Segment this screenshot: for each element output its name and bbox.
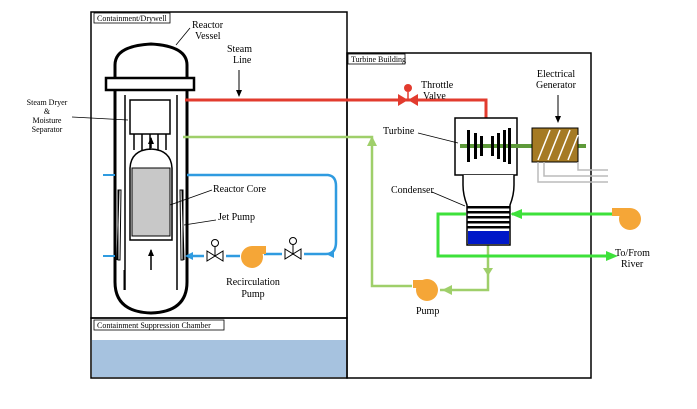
steam-line [185, 70, 492, 130]
condensate-pump-icon[interactable] [413, 279, 438, 301]
pump-label: Pump [416, 306, 439, 317]
condenser-water [468, 231, 509, 244]
throttle-valve-icon[interactable] [398, 84, 418, 106]
steam-dryer-label-3: Moisture [33, 116, 62, 125]
steam-dryer-label-1: Steam Dryer [27, 98, 68, 107]
steam-line-label-2: Line [233, 55, 252, 66]
throttle-valve-label-2: Valve [423, 91, 446, 102]
condenser [462, 175, 515, 246]
jet-pump-label: Jet Pump [218, 212, 255, 223]
suppression-chamber-box: Containment Suppression Chamber [90, 317, 348, 379]
reactor-core [131, 167, 171, 237]
suppression-pool [92, 340, 346, 377]
drywell-title: Containment/Drywell [97, 14, 168, 23]
steam-dryer [129, 99, 171, 135]
electrical-generator [531, 95, 608, 183]
reactor-vessel [104, 42, 196, 315]
turbine-label: Turbine [383, 126, 415, 137]
reactor-vessel-label-1: Reactor [192, 20, 224, 31]
steam-line-label-1: Steam [227, 44, 252, 55]
reactor-vessel-label-2: Vessel [195, 31, 221, 42]
steam-dryer-label-4: Separator [32, 125, 63, 134]
suppression-title: Containment Suppression Chamber [97, 321, 211, 330]
river-label-2: River [621, 259, 644, 270]
river-pump-icon[interactable] [612, 208, 641, 230]
labels: Reactor Vessel Steam Line Steam Dryer & … [27, 20, 650, 317]
recirc-valve-icon[interactable] [206, 239, 224, 262]
condenser-label: Condenser [391, 185, 434, 196]
recirc-pump-label-1: Recirculation [226, 277, 280, 288]
recirculation-loop [103, 173, 338, 260]
recirc-valve-2-icon[interactable] [284, 237, 302, 260]
steam-dryer-label-2: & [44, 107, 51, 116]
leader-lines [71, 27, 466, 226]
recirc-pump-label-2: Pump [241, 289, 264, 300]
throttle-valve-label-1: Throttle [421, 80, 454, 91]
reactor-core-label: Reactor Core [213, 184, 267, 195]
cooling-water-line [436, 209, 618, 261]
recirculation-pump-icon[interactable] [241, 246, 266, 268]
river-label-1: To/From [615, 248, 650, 259]
generator-label-1: Electrical [537, 69, 576, 80]
turbine-building-title: Turbine Building [351, 55, 406, 64]
feedwater-line [183, 135, 493, 295]
containment-drywell-box: Containment/Drywell [90, 11, 348, 319]
generator-label-2: Generator [536, 80, 577, 91]
